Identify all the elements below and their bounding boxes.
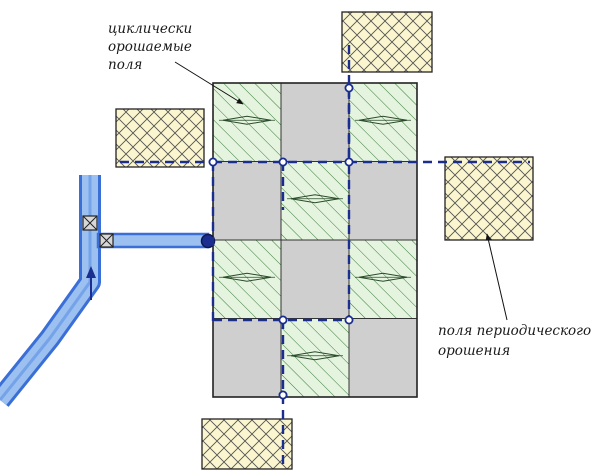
network-nodes bbox=[208, 83, 354, 400]
fallow-field-cell bbox=[348, 161, 418, 241]
cyclic-label-line-3: поля bbox=[108, 57, 142, 73]
cyclic-field-cell bbox=[348, 239, 418, 319]
label-cyclic-fields: циклически орошаемые поля bbox=[108, 21, 244, 105]
junction-node bbox=[278, 315, 288, 325]
cyclic-field-cell bbox=[348, 82, 418, 162]
junction-node bbox=[344, 157, 354, 167]
cyclic-label-line-1: циклически bbox=[108, 21, 192, 37]
gate-icon bbox=[82, 215, 98, 231]
junction-node bbox=[344, 83, 354, 93]
junction-node bbox=[278, 390, 288, 400]
fallow-field-cell bbox=[212, 318, 282, 398]
gate-icon bbox=[99, 233, 114, 248]
flow-arrow-icon bbox=[86, 266, 96, 300]
periodic-plot-left bbox=[115, 108, 205, 168]
cyclic-field-cell bbox=[280, 161, 350, 241]
fallow-field-cell bbox=[280, 239, 350, 319]
periodic-label-line-1: поля периодического bbox=[438, 323, 591, 339]
junction-node bbox=[278, 157, 288, 167]
label-periodic-fields: поля периодического орошения bbox=[438, 233, 591, 359]
fallow-field-cell bbox=[212, 161, 282, 241]
periodic-plot-top bbox=[341, 11, 433, 73]
cyclic-field-cell bbox=[212, 239, 282, 319]
sprinkler-symbols bbox=[219, 115, 411, 361]
periodic-plot-bottom bbox=[201, 418, 293, 470]
supply-canal bbox=[0, 175, 216, 407]
field-grid bbox=[212, 82, 418, 398]
junction-node bbox=[344, 315, 354, 325]
periodic-plot-right bbox=[444, 156, 534, 241]
cyclic-field-cell bbox=[212, 82, 282, 162]
junction-node bbox=[208, 157, 218, 167]
cyclic-label-line-2: орошаемые bbox=[108, 39, 192, 55]
outlet-node bbox=[200, 233, 216, 249]
fallow-field-cell bbox=[280, 82, 350, 162]
cyclic-field-cell bbox=[280, 318, 350, 398]
periodic-label-line-2: орошения bbox=[438, 343, 510, 359]
fallow-field-cell bbox=[348, 318, 418, 398]
